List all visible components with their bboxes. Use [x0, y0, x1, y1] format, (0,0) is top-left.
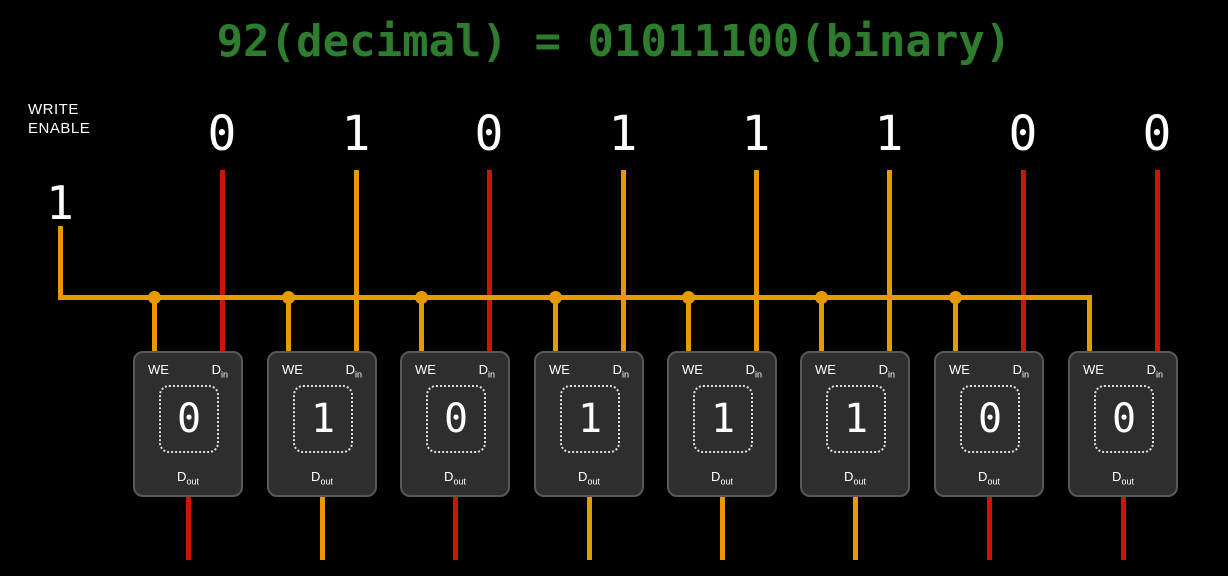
cell-din-label: Din — [745, 362, 762, 380]
cell-din-label: Din — [345, 362, 362, 380]
we-branch-2 — [419, 297, 424, 352]
stored-bit-box: 1 — [826, 385, 886, 453]
input-bit-4: 1 — [741, 106, 771, 162]
dout-wire-7 — [1121, 497, 1126, 560]
stored-bit-2: 0 — [443, 396, 469, 442]
input-bit-3: 1 — [608, 106, 638, 162]
bus-junction-dot-5 — [815, 291, 828, 304]
cell-din-label: Din — [1012, 362, 1029, 380]
cell-dout-label: Dout — [711, 469, 733, 487]
memory-cell-2: WE Din 0 Dout — [400, 351, 510, 497]
we-branch-0 — [152, 297, 157, 352]
write-enable-caption: WRITE ENABLE — [28, 100, 90, 138]
write-enable-drop-wire — [58, 226, 63, 300]
input-bit-5: 1 — [874, 106, 904, 162]
we-branch-5 — [819, 297, 824, 352]
stored-bit-box: 1 — [560, 385, 620, 453]
bus-junction-dot-1 — [282, 291, 295, 304]
memory-cell-6: WE Din 0 Dout — [934, 351, 1044, 497]
din-wire-6 — [1021, 170, 1026, 352]
we-branch-1 — [286, 297, 291, 352]
din-wire-2 — [487, 170, 492, 352]
din-wire-3 — [621, 170, 626, 352]
cell-din-label: Din — [612, 362, 629, 380]
cell-dout-label: Dout — [444, 469, 466, 487]
input-bit-0: 0 — [207, 106, 237, 162]
bus-junction-dot-3 — [549, 291, 562, 304]
cell-din-label: Din — [478, 362, 495, 380]
bus-junction-dot-2 — [415, 291, 428, 304]
bus-junction-dot-0 — [148, 291, 161, 304]
cell-we-label: WE — [1083, 362, 1104, 377]
din-wire-0 — [220, 170, 225, 352]
stored-bit-box: 0 — [1094, 385, 1154, 453]
dout-wire-6 — [987, 497, 992, 560]
write-enable-caption-line1: WRITE — [28, 101, 79, 118]
din-wire-5 — [887, 170, 892, 352]
input-bit-1: 1 — [341, 106, 371, 162]
din-wire-1 — [354, 170, 359, 352]
cell-we-label: WE — [815, 362, 836, 377]
bus-junction-dot-4 — [682, 291, 695, 304]
we-branch-4 — [686, 297, 691, 352]
memory-cell-1: WE Din 1 Dout — [267, 351, 377, 497]
conversion-title: 92(decimal) = 01011100(binary) — [216, 16, 1012, 67]
write-enable-caption-line2: ENABLE — [28, 120, 91, 137]
stored-bit-box: 1 — [293, 385, 353, 453]
cell-din-label: Din — [878, 362, 895, 380]
stored-bit-box: 0 — [960, 385, 1020, 453]
we-branch-7 — [1087, 297, 1092, 352]
memory-cell-5: WE Din 1 Dout — [800, 351, 910, 497]
stored-bit-0: 0 — [176, 396, 202, 442]
cell-dout-label: Dout — [177, 469, 199, 487]
cell-dout-label: Dout — [844, 469, 866, 487]
memory-cell-3: WE Din 1 Dout — [534, 351, 644, 497]
cell-we-label: WE — [415, 362, 436, 377]
dout-wire-3 — [587, 497, 592, 560]
cell-we-label: WE — [682, 362, 703, 377]
cell-we-label: WE — [148, 362, 169, 377]
stored-bit-6: 0 — [977, 396, 1003, 442]
cell-din-label: Din — [211, 362, 228, 380]
cell-dout-label: Dout — [311, 469, 333, 487]
input-bit-2: 0 — [474, 106, 504, 162]
cell-dout-label: Dout — [1112, 469, 1134, 487]
stored-bit-3: 1 — [577, 396, 603, 442]
memory-cell-7: WE Din 0 Dout — [1068, 351, 1178, 497]
input-bit-6: 0 — [1008, 106, 1038, 162]
dout-wire-1 — [320, 497, 325, 560]
memory-cell-0: WE Din 0 Dout — [133, 351, 243, 497]
cell-din-label: Din — [1146, 362, 1163, 380]
cell-we-label: WE — [549, 362, 570, 377]
we-branch-6 — [953, 297, 958, 352]
cell-we-label: WE — [282, 362, 303, 377]
stored-bit-box: 0 — [426, 385, 486, 453]
din-wire-4 — [754, 170, 759, 352]
stored-bit-box: 0 — [159, 385, 219, 453]
stored-bit-box: 1 — [693, 385, 753, 453]
dout-wire-2 — [453, 497, 458, 560]
cell-we-label: WE — [949, 362, 970, 377]
stored-bit-1: 1 — [310, 396, 336, 442]
write-enable-value: 1 — [46, 176, 74, 230]
stored-bit-5: 1 — [843, 396, 869, 442]
cell-dout-label: Dout — [578, 469, 600, 487]
dout-wire-0 — [186, 497, 191, 560]
dout-wire-4 — [720, 497, 725, 560]
cell-dout-label: Dout — [978, 469, 1000, 487]
stored-bit-7: 0 — [1111, 396, 1137, 442]
input-bit-7: 0 — [1142, 106, 1172, 162]
bus-junction-dot-6 — [949, 291, 962, 304]
write-enable-bus — [58, 295, 1092, 300]
we-branch-3 — [553, 297, 558, 352]
stored-bit-4: 1 — [710, 396, 736, 442]
memory-cell-4: WE Din 1 Dout — [667, 351, 777, 497]
dout-wire-5 — [853, 497, 858, 560]
din-wire-7 — [1155, 170, 1160, 352]
